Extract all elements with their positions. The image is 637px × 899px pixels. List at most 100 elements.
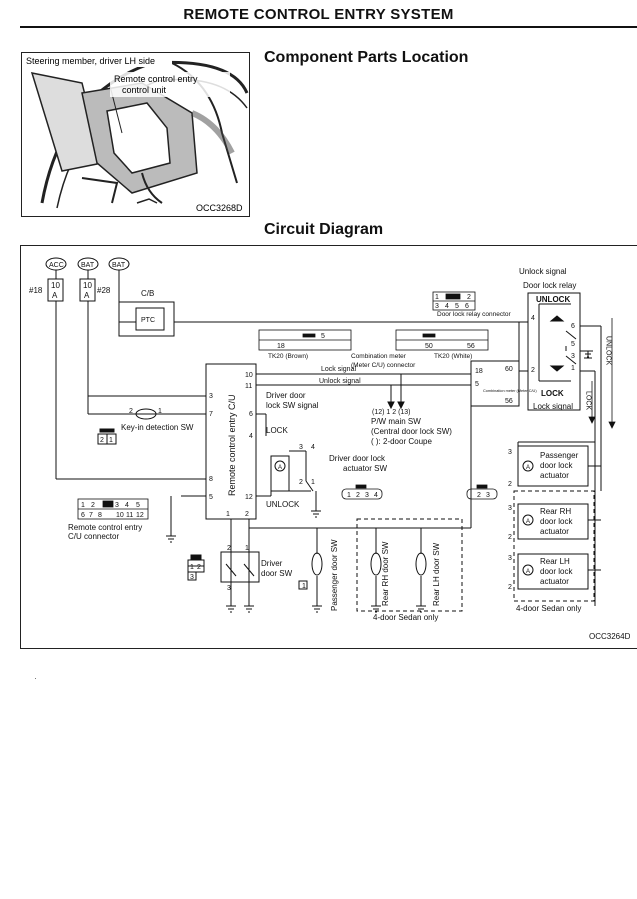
rear-lh-sw-label: Rear LH door SW	[432, 542, 441, 606]
key-in-pin-2: 2	[129, 408, 133, 415]
svg-text:1: 1	[226, 511, 230, 518]
pass-motor-icon: A	[526, 465, 530, 471]
driver-door-pins: 2 1 3 1 2 3	[190, 545, 249, 592]
svg-text:7: 7	[89, 512, 93, 519]
svg-text:11: 11	[126, 512, 133, 519]
svg-text:3: 3	[435, 303, 439, 310]
svg-text:5: 5	[571, 341, 575, 348]
cu-connector-label-1: Remote control entry	[68, 523, 142, 532]
svg-text:3: 3	[571, 353, 575, 360]
bat2-label: BAT	[112, 262, 126, 269]
svg-text:Rear LH: Rear LH	[540, 557, 570, 566]
svg-text:6: 6	[81, 512, 85, 519]
driver-lock-sw-label-2: lock SW signal	[266, 401, 319, 410]
photo-sketch: Steering member, driver LH side Remote c…	[22, 53, 249, 213]
svg-text:6: 6	[465, 303, 469, 310]
svg-text:2: 2	[356, 492, 360, 499]
key-in-conn-2: 2	[100, 437, 104, 444]
door-actuators	[513, 441, 601, 602]
meter-pin-5: 5	[475, 381, 479, 388]
door-switches	[298, 518, 463, 612]
rear-rh-actuator-label: Rear RH door lock actuator	[540, 507, 573, 536]
key-in-label: Key-in detection SW	[121, 423, 194, 432]
svg-text:4: 4	[531, 315, 535, 322]
tk20-pin56: 56	[467, 343, 475, 350]
component-photo: Steering member, driver LH side Remote c…	[21, 52, 250, 217]
lh-motor-icon: A	[526, 569, 530, 575]
svg-text:3: 3	[508, 449, 512, 456]
svg-text:actuator: actuator	[540, 527, 569, 536]
tk20-connectors	[258, 329, 489, 351]
svg-text:4: 4	[374, 492, 378, 499]
circuit-diagram: ACC BAT BAT #18 10 A #28 10 A C/B PTC 5 …	[20, 245, 637, 649]
svg-text:2: 2	[531, 367, 535, 374]
svg-text:3: 3	[508, 505, 512, 512]
svg-text:2: 2	[508, 584, 512, 591]
svg-text:12: 12	[245, 494, 253, 501]
svg-text:door lock: door lock	[540, 567, 573, 576]
svg-text:Rear RH: Rear RH	[540, 507, 571, 516]
pw-main-note: ( ): 2-door Coupe	[371, 437, 432, 446]
lock-signal-line: Lock signal	[321, 366, 356, 373]
svg-text:5: 5	[136, 502, 140, 509]
tk20-pin50: 50	[425, 343, 433, 350]
svg-text:3: 3	[190, 574, 194, 581]
title-rule	[20, 26, 637, 28]
acc-label: ACC	[49, 262, 64, 269]
meter-box	[470, 360, 520, 407]
svg-text:5: 5	[455, 303, 459, 310]
small-connector-a-pins: 1 2 3 4	[347, 492, 378, 499]
unlock-label: UNLOCK	[266, 500, 300, 509]
svg-text:1: 1	[311, 479, 315, 486]
sedan-only-label-2: 4-door Sedan only	[516, 604, 581, 613]
svg-text:10: 10	[116, 512, 124, 519]
cu-connector	[77, 498, 149, 520]
driver-door-label-2: door SW	[261, 569, 293, 578]
meter-connector-label: (Meter C/U) connector	[351, 362, 416, 369]
svg-text:1: 1	[245, 545, 249, 552]
actuator-label-1: Driver door lock	[329, 454, 386, 463]
fuse1-ref: #18	[29, 286, 43, 295]
svg-text:3: 3	[486, 492, 490, 499]
svg-text:2: 2	[467, 294, 471, 301]
lock-arrow	[588, 381, 596, 424]
driver-door-switch	[187, 551, 260, 607]
svg-text:7: 7	[209, 411, 213, 418]
svg-text:4: 4	[125, 502, 129, 509]
relay-connector	[432, 291, 476, 311]
unlock-arrow-label: UNLOCK	[605, 336, 612, 366]
rear-rh-sw-label: Rear RH door SW	[381, 541, 390, 606]
fuse2-ref: #28	[97, 286, 111, 295]
bat1-label: BAT	[81, 262, 95, 269]
svg-text:6: 6	[571, 323, 575, 330]
key-in-pin-1: 1	[158, 408, 162, 415]
svg-text:4: 4	[445, 303, 449, 310]
svg-text:1: 1	[81, 502, 85, 509]
svg-text:actuator: actuator	[540, 577, 569, 586]
key-in-conn-1: 1	[109, 437, 113, 444]
lock-arrow-label: LOCK	[585, 391, 592, 410]
relay-unlock-label: UNLOCK	[536, 295, 570, 304]
tk20-pin5: 5	[321, 333, 325, 340]
pw-main-label: P/W main SW	[371, 417, 421, 426]
scan-speck	[35, 678, 36, 679]
unlock-arrow	[608, 318, 616, 429]
sedan-only-label: 4-door Sedan only	[373, 613, 438, 622]
svg-text:2: 2	[477, 492, 481, 499]
small-connector-b-pins: 2 3	[477, 492, 490, 499]
circuit-code: OCC3264D	[589, 632, 631, 641]
meter-pin-18: 18	[475, 368, 483, 375]
svg-text:3: 3	[115, 502, 119, 509]
small-connector-b	[466, 484, 498, 500]
tk20-pin18: 18	[277, 343, 285, 350]
svg-text:2: 2	[245, 511, 249, 518]
key-in-switch	[97, 408, 157, 445]
ptc-label: PTC	[141, 317, 155, 324]
svg-text:3: 3	[299, 444, 303, 451]
relay-lock-label: LOCK	[541, 389, 564, 398]
actuator-motor-icon: A	[278, 465, 282, 471]
unlock-signal-line: Unlock signal	[319, 378, 361, 385]
driver-lock-sw-label-1: Driver door	[266, 391, 306, 400]
page-title: REMOTE CONTROL ENTRY SYSTEM	[183, 6, 454, 23]
cb-label: C/B	[141, 289, 154, 298]
